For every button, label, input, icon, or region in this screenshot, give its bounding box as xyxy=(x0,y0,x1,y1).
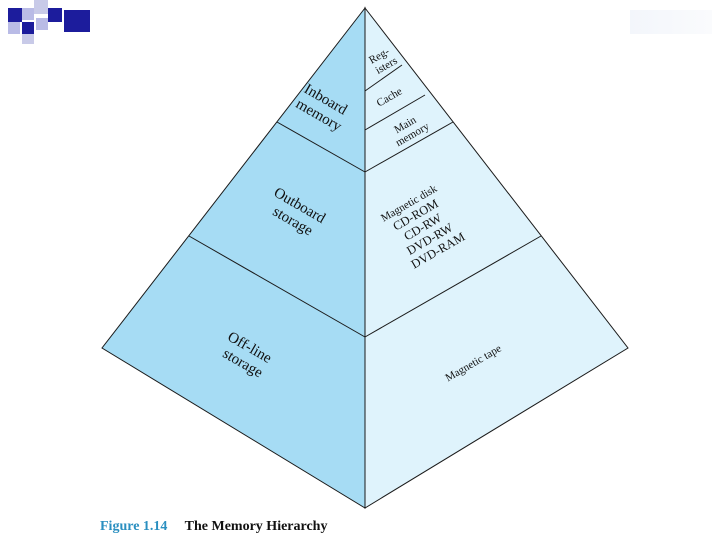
figure-title: The Memory Hierarchy xyxy=(184,519,328,534)
right-divider-registers xyxy=(364,64,403,92)
deco-square xyxy=(22,34,34,44)
decorative-squares xyxy=(0,0,100,50)
pyramid-right-face xyxy=(364,6,629,509)
deco-square xyxy=(34,0,48,14)
deco-square xyxy=(36,18,48,30)
deco-square xyxy=(8,8,22,22)
deco-square xyxy=(22,22,34,34)
figure-caption: Figure 1.14 The Memory Hierarchy xyxy=(100,519,327,535)
figure-number: Figure 1.14 xyxy=(100,519,168,534)
pyramid-left-face xyxy=(101,6,366,509)
deco-square xyxy=(22,8,34,20)
right-divider-cache xyxy=(364,94,426,131)
deco-square xyxy=(8,22,20,34)
deco-square xyxy=(48,8,62,22)
left-divider-inboard xyxy=(276,121,366,173)
corner-fade xyxy=(630,10,712,34)
deco-square xyxy=(64,10,90,32)
right-divider-inboard xyxy=(364,121,454,173)
left-divider-outboard xyxy=(188,235,366,338)
right-divider-outboard xyxy=(364,235,542,338)
